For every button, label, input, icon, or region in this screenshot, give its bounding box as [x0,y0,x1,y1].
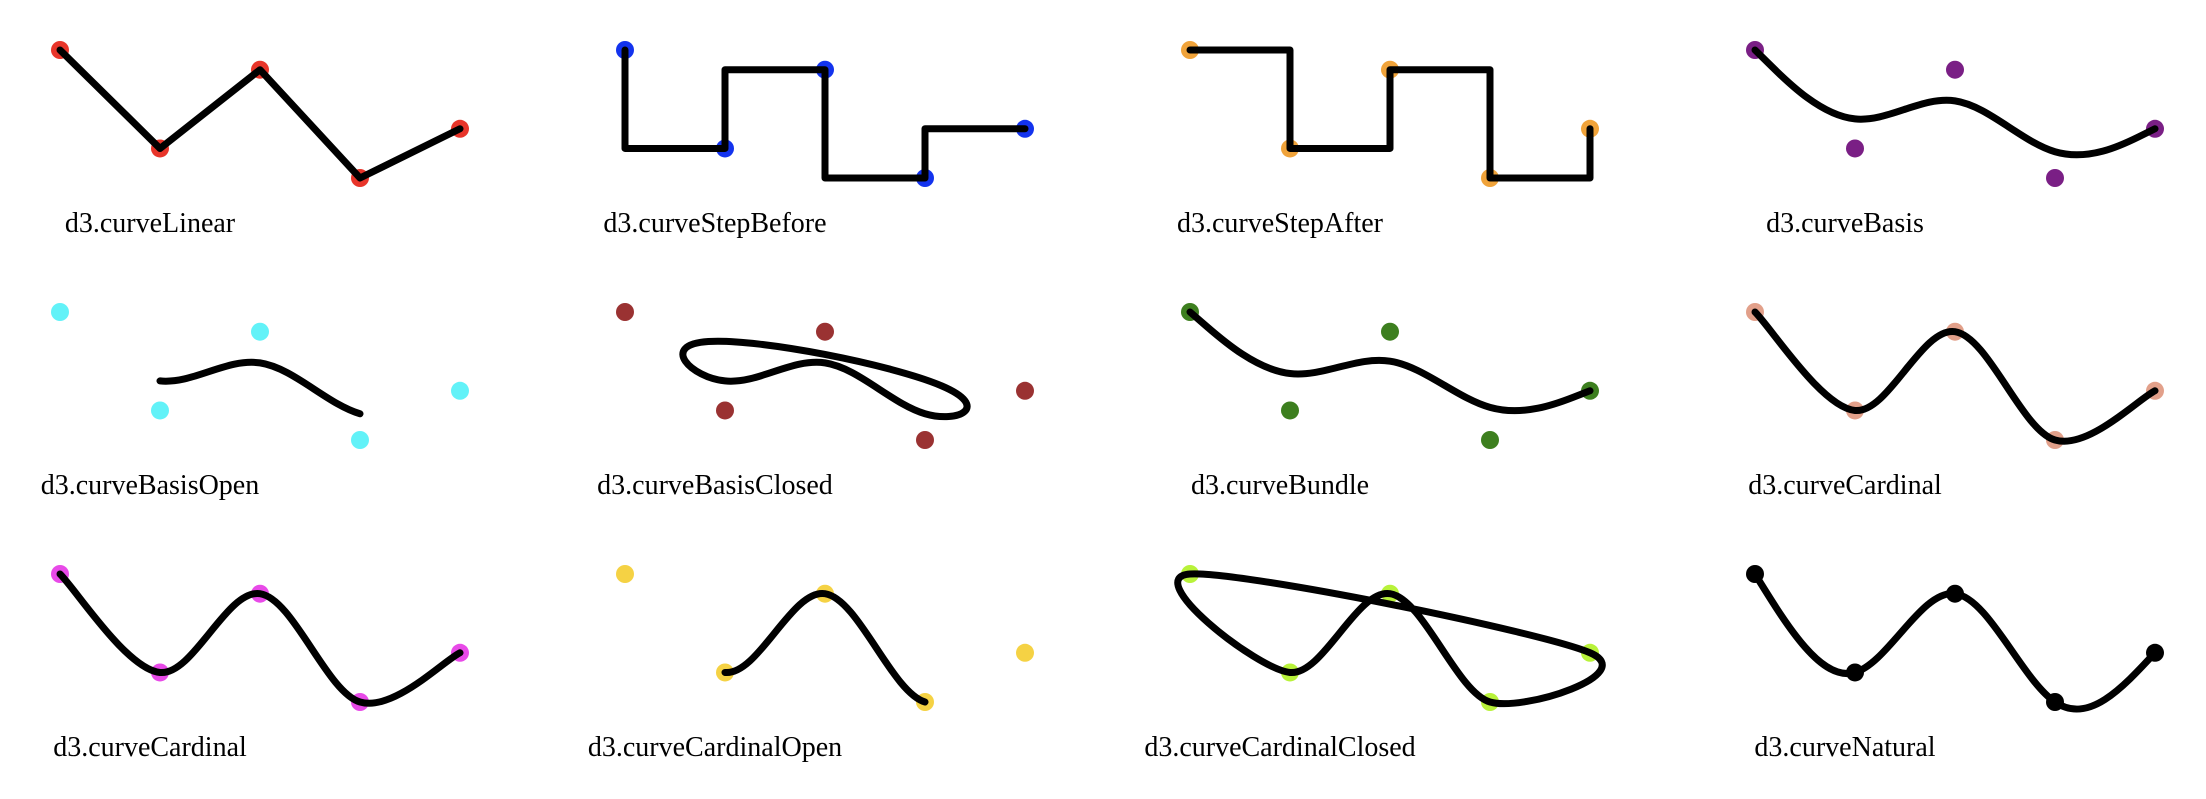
data-point [816,322,834,341]
curve-line [1174,570,1606,708]
curve-line [621,46,1029,182]
curve-line [1186,46,1594,182]
curve-label: d3.curveStepBefore [603,208,826,239]
data-point [1281,401,1299,420]
curve-panel: d3.curveBundle [1181,303,1599,501]
data-point [51,303,69,321]
curve-label: d3.curveBasis [1766,208,1924,239]
data-point [351,431,369,449]
curve-line [56,46,464,182]
curve-panel: d3.curveNatural [1746,565,2164,763]
data-point [1016,643,1034,662]
data-point [1016,381,1034,400]
data-point [2046,169,2064,187]
curve-panel: d3.curveStepAfter [1177,41,1599,239]
curve-label: d3.curveNatural [1754,732,1935,763]
curve-label: d3.curveStepAfter [1177,208,1384,239]
curve-panel: d3.curveBasisClosed [597,303,1034,501]
curve-label: d3.curveLinear [65,208,236,239]
data-point [451,381,469,400]
curve-label: d3.curveCardinal [1748,470,1942,501]
curve-panel: d3.curveCardinalClosed [1144,565,1606,763]
curve-line [1751,46,2159,159]
curve-label: d3.curveBasisOpen [41,470,260,501]
curve-panel: d3.curveBasisOpen [41,303,469,501]
curve-label: d3.curveCardinal [53,732,247,763]
curve-label: d3.curveCardinalOpen [588,732,842,763]
data-point [716,401,734,420]
curve-panel: d3.curveStepBefore [603,41,1034,239]
curve-panel: d3.curveCardinal [1746,303,2164,501]
curve-panel: d3.curveLinear [51,41,469,239]
curve-panel: d3.curveBasis [1746,41,2164,239]
curve-panel: d3.curveCardinal [51,565,469,763]
curve-label: d3.curveCardinalClosed [1144,732,1415,763]
data-point [616,565,634,583]
curve-line [56,570,464,707]
data-point [1846,139,1864,158]
curve-line [679,337,971,421]
curve-line [1751,570,2159,713]
data-point [251,322,269,341]
curve-line [1186,308,1594,415]
curve-line [721,590,929,706]
curve-line [156,358,364,418]
data-point [1946,60,1964,79]
curve-label: d3.curveBasisClosed [597,470,833,501]
data-point [1381,322,1399,341]
data-point [916,431,934,449]
data-point [616,303,634,321]
curve-panel: d3.curveCardinalOpen [588,565,1034,763]
data-point [151,401,169,420]
curve-label: d3.curveBundle [1191,470,1369,501]
curve-line [1751,308,2159,445]
data-point [1481,431,1499,449]
